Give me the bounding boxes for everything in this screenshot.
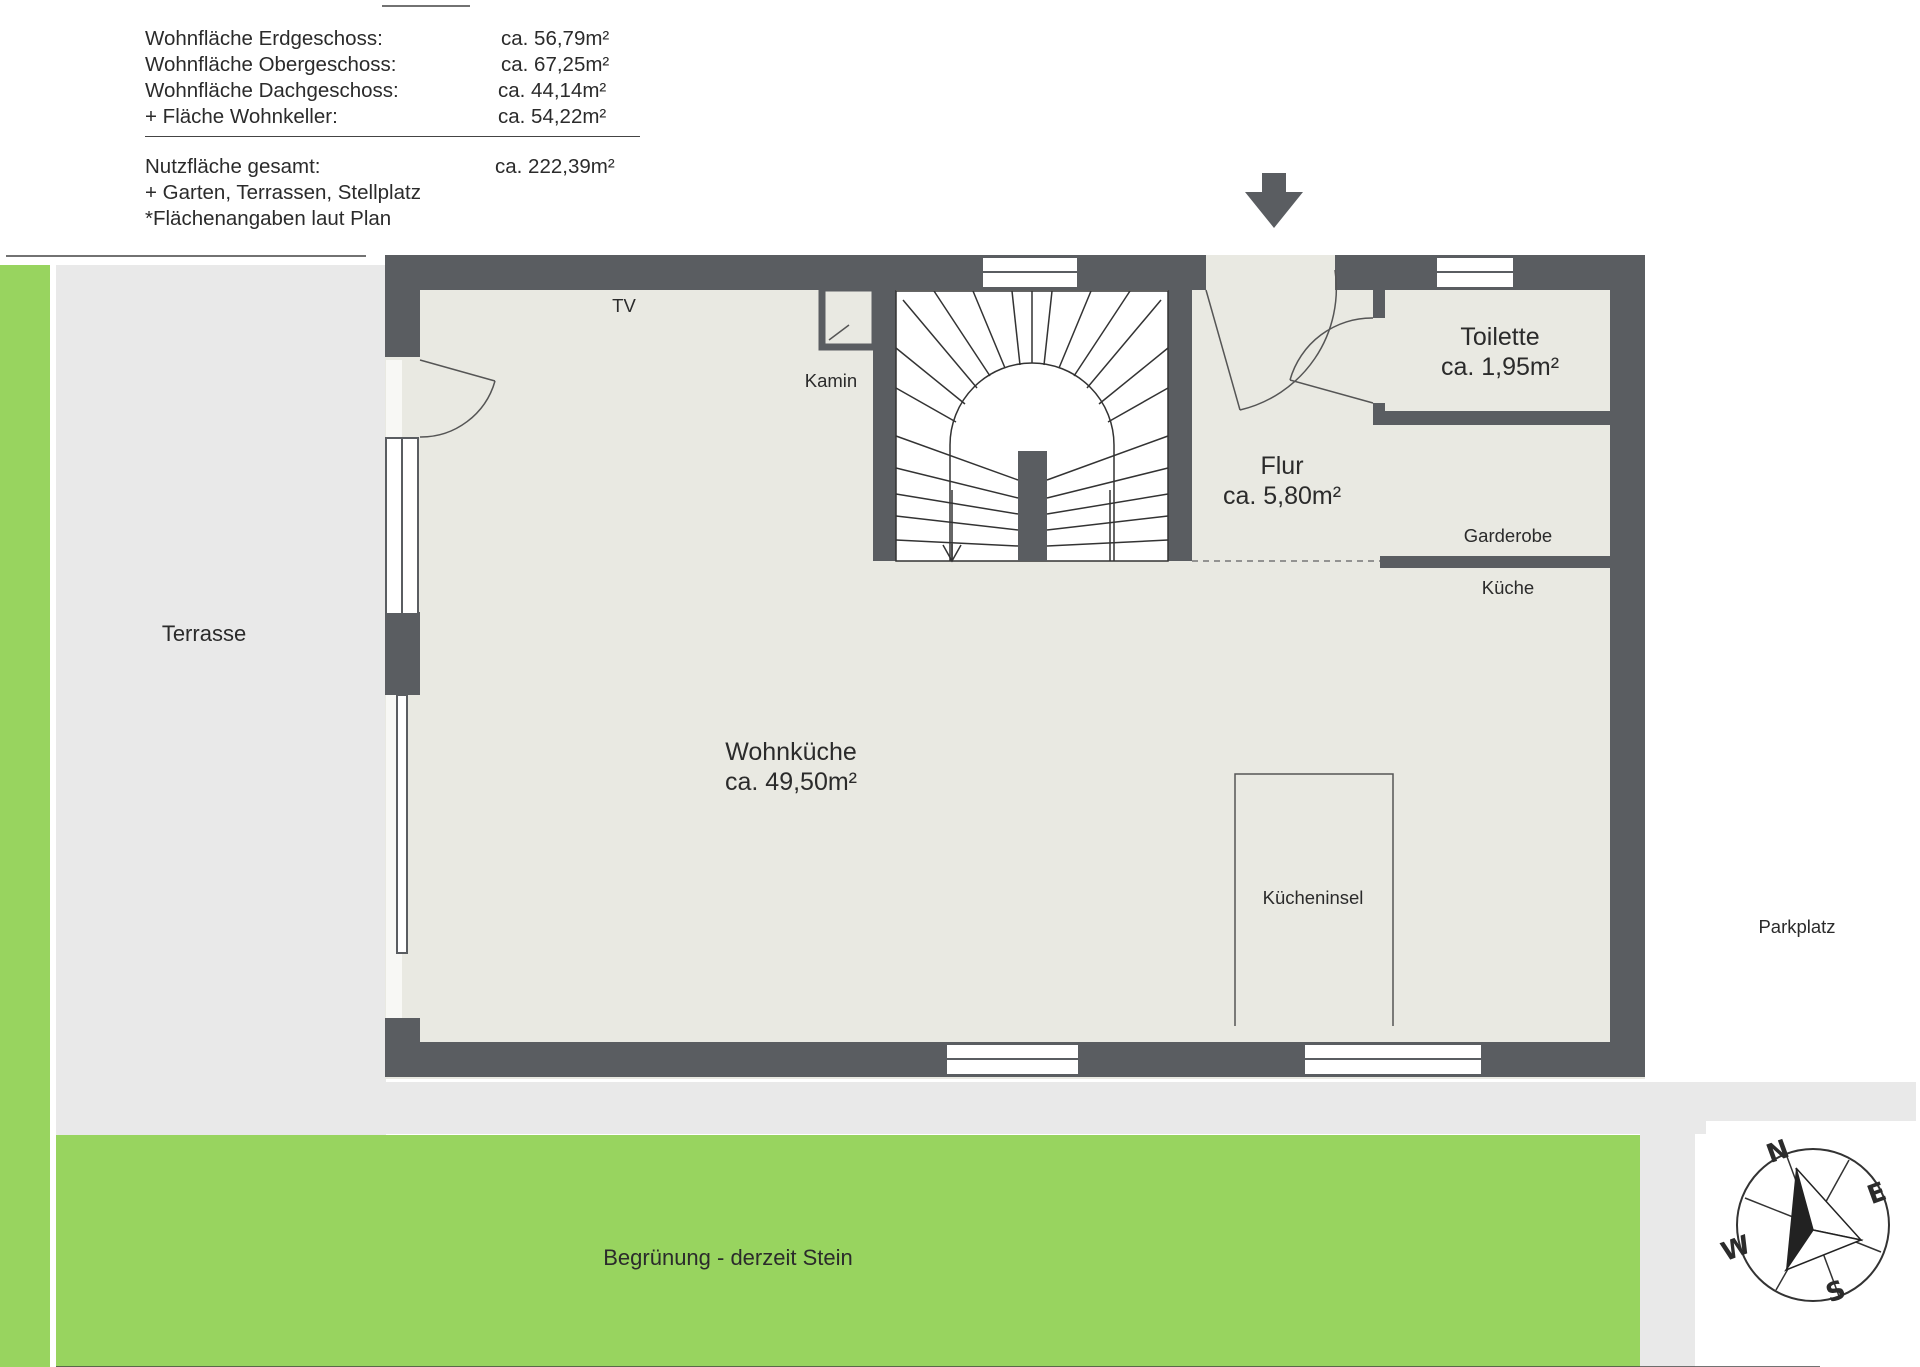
legend-value-wohnkeller: ca. 54,22m² [498,105,607,128]
label-tv: TV [612,295,636,316]
toilet-door-swing [1289,317,1374,404]
legend-label-obergeschoss: Wohnfläche Obergeschoss: [145,53,397,76]
label-kuecheninsel: Kücheninsel [1262,887,1364,908]
legend-note-garden: + Garten, Terrassen, Stellplatz [145,181,421,204]
entrance-door-swing [1205,269,1338,411]
label-begruenung: Begrünung - derzeit Stein [603,1245,853,1270]
room-toilette-name: Toilette [1460,323,1540,351]
terrace-sliding-door [385,437,419,954]
legend-note-plan: *Flächenangaben laut Plan [145,207,392,230]
terrace-door-swing [419,359,496,438]
compass [1706,1121,1920,1329]
green-strip-bottom [56,1135,1640,1367]
label-garderobe: Garderobe [1463,525,1553,546]
legend-divider [145,136,640,137]
windows [945,256,1515,1076]
path-right [1640,1082,1695,1367]
kitchen-island [1234,773,1394,1026]
legend-value-total: ca. 222,39m² [495,155,615,178]
terrace-area [56,265,386,1135]
kamin-symbol [818,284,879,351]
label-parkplatz: Parkplatz [1758,916,1836,937]
label-kueche: Küche [1481,577,1535,598]
legend-label-dachgeschoss: Wohnfläche Dachgeschoss: [145,79,399,102]
green-strip-left [0,265,50,1367]
path-bottom [56,1082,1916,1134]
legend-label-total: Nutzfläche gesamt: [145,155,321,178]
legend-value-erdgeschoss: ca. 56,79m² [501,27,610,50]
legend-value-dachgeschoss: ca. 44,14m² [498,79,607,102]
room-toilette-area: ca. 1,95m² [1440,353,1560,381]
room-wohnkueche-area: ca. 49,50m² [724,768,858,796]
label-kamin: Kamin [804,370,858,391]
entrance-arrow-icon [1245,173,1303,228]
entrance-floor [1203,270,1336,290]
legend-label-wohnkeller: + Fläche Wohnkeller: [145,105,338,128]
label-terrasse: Terrasse [161,621,247,646]
legend-value-obergeschoss: ca. 67,25m² [501,53,610,76]
legend-label-erdgeschoss: Wohnfläche Erdgeschoss: [145,27,383,50]
room-wohnkueche-name: Wohnküche [725,738,857,766]
inner-walls [873,255,1613,568]
room-flur-name: Flur [1260,452,1304,480]
staircase [895,290,1169,563]
room-flur-area: ca. 5,80m² [1222,482,1342,510]
